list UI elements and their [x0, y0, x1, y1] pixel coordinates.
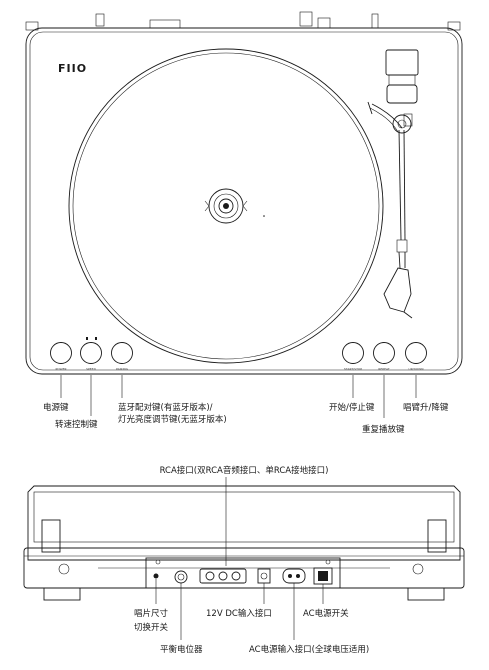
repeat-caption: REPEAT: [378, 367, 390, 371]
finger-lift: [403, 311, 413, 319]
arm-rest: [392, 114, 412, 134]
power-button[interactable]: [50, 342, 72, 364]
label-rca: RCA接口(双RCA音频接口、单RCA接地接口): [160, 465, 329, 476]
hinge-tab: [149, 19, 181, 29]
hinge-right: [427, 519, 447, 553]
hinge-tab: [371, 13, 379, 29]
up-down-caption: UP/DOWN: [409, 367, 424, 371]
ac-inlet[interactable]: [282, 568, 306, 584]
repeat-button[interactable]: [373, 342, 395, 364]
start-stop-button[interactable]: [342, 342, 364, 364]
screw: [412, 563, 424, 575]
speed-caption: SPEED: [86, 367, 97, 371]
turntable-rear-view: RCA接口(双RCA音频接口、单RCA接地接口): [23, 465, 465, 655]
dust-cover: [27, 485, 461, 561]
platter-dot: [263, 215, 265, 217]
label-ac-switch: AC电源开关: [303, 608, 349, 619]
hinge-tab-right: [299, 11, 313, 27]
platter: [68, 48, 384, 364]
speed-led-45: [95, 337, 97, 340]
platter-edge: [72, 52, 380, 360]
pivot-base: [386, 84, 418, 104]
label-ac-in: AC电源输入接口(全球电压适用): [249, 644, 369, 655]
pairing-button[interactable]: [111, 342, 133, 364]
balance-knob[interactable]: [174, 570, 188, 584]
arm-lift-lever: [367, 101, 373, 115]
label-size-line1: 唱片尺寸: [134, 608, 169, 619]
fiio-logo: FIIO: [58, 62, 87, 75]
label-bt-key-line1: 蓝牙配对键(有蓝牙版本)/: [118, 402, 213, 413]
connector-panel: [145, 557, 341, 589]
speed-button[interactable]: [80, 342, 102, 364]
spindle-adapter: [204, 188, 248, 224]
rca-right[interactable]: [218, 571, 228, 581]
screw: [58, 563, 70, 575]
record-size-switch[interactable]: [153, 573, 159, 579]
plinth-inner-outline: [29, 31, 459, 371]
label-speed-key: 转速控制键: [55, 419, 98, 430]
label-bt-key-line2: 灯光亮度调节键(无蓝牙版本): [118, 414, 227, 425]
speed-led-33: [86, 337, 88, 340]
label-size-line2: 切换开关: [134, 622, 169, 633]
foot-right: [407, 587, 445, 601]
label-power-key: 电源键: [43, 402, 69, 413]
hinge-tab: [317, 17, 331, 29]
plinth-outline: [25, 27, 463, 375]
foot-left: [43, 587, 81, 601]
label-start-stop-key: 开始/停止键: [329, 402, 375, 413]
rca-panel: [199, 568, 247, 584]
counterweight: [385, 49, 419, 76]
dust-cover-inner: [33, 491, 455, 543]
pairing-caption: PAIRING: [116, 367, 129, 371]
label-arm-key: 唱臂升/降键: [403, 402, 449, 413]
tonearm: [367, 49, 419, 319]
rca-left[interactable]: [205, 571, 215, 581]
label-balance: 平衡电位器: [160, 644, 203, 655]
up-down-button[interactable]: [405, 342, 427, 364]
label-dc-in: 12V DC输入接口: [206, 608, 272, 619]
rca-ground[interactable]: [231, 571, 241, 581]
hinge-left: [41, 519, 61, 553]
label-repeat-key: 重复播放键: [362, 424, 405, 435]
turntable-top-view: FIIO: [25, 11, 463, 435]
dc-jack[interactable]: [257, 568, 271, 584]
power-caption: POWER: [55, 367, 66, 371]
corner-tab: [25, 21, 39, 31]
headshell: [383, 267, 412, 313]
hinge-tab-left: [95, 13, 105, 27]
start-stop-caption: START/STOP: [344, 367, 362, 371]
